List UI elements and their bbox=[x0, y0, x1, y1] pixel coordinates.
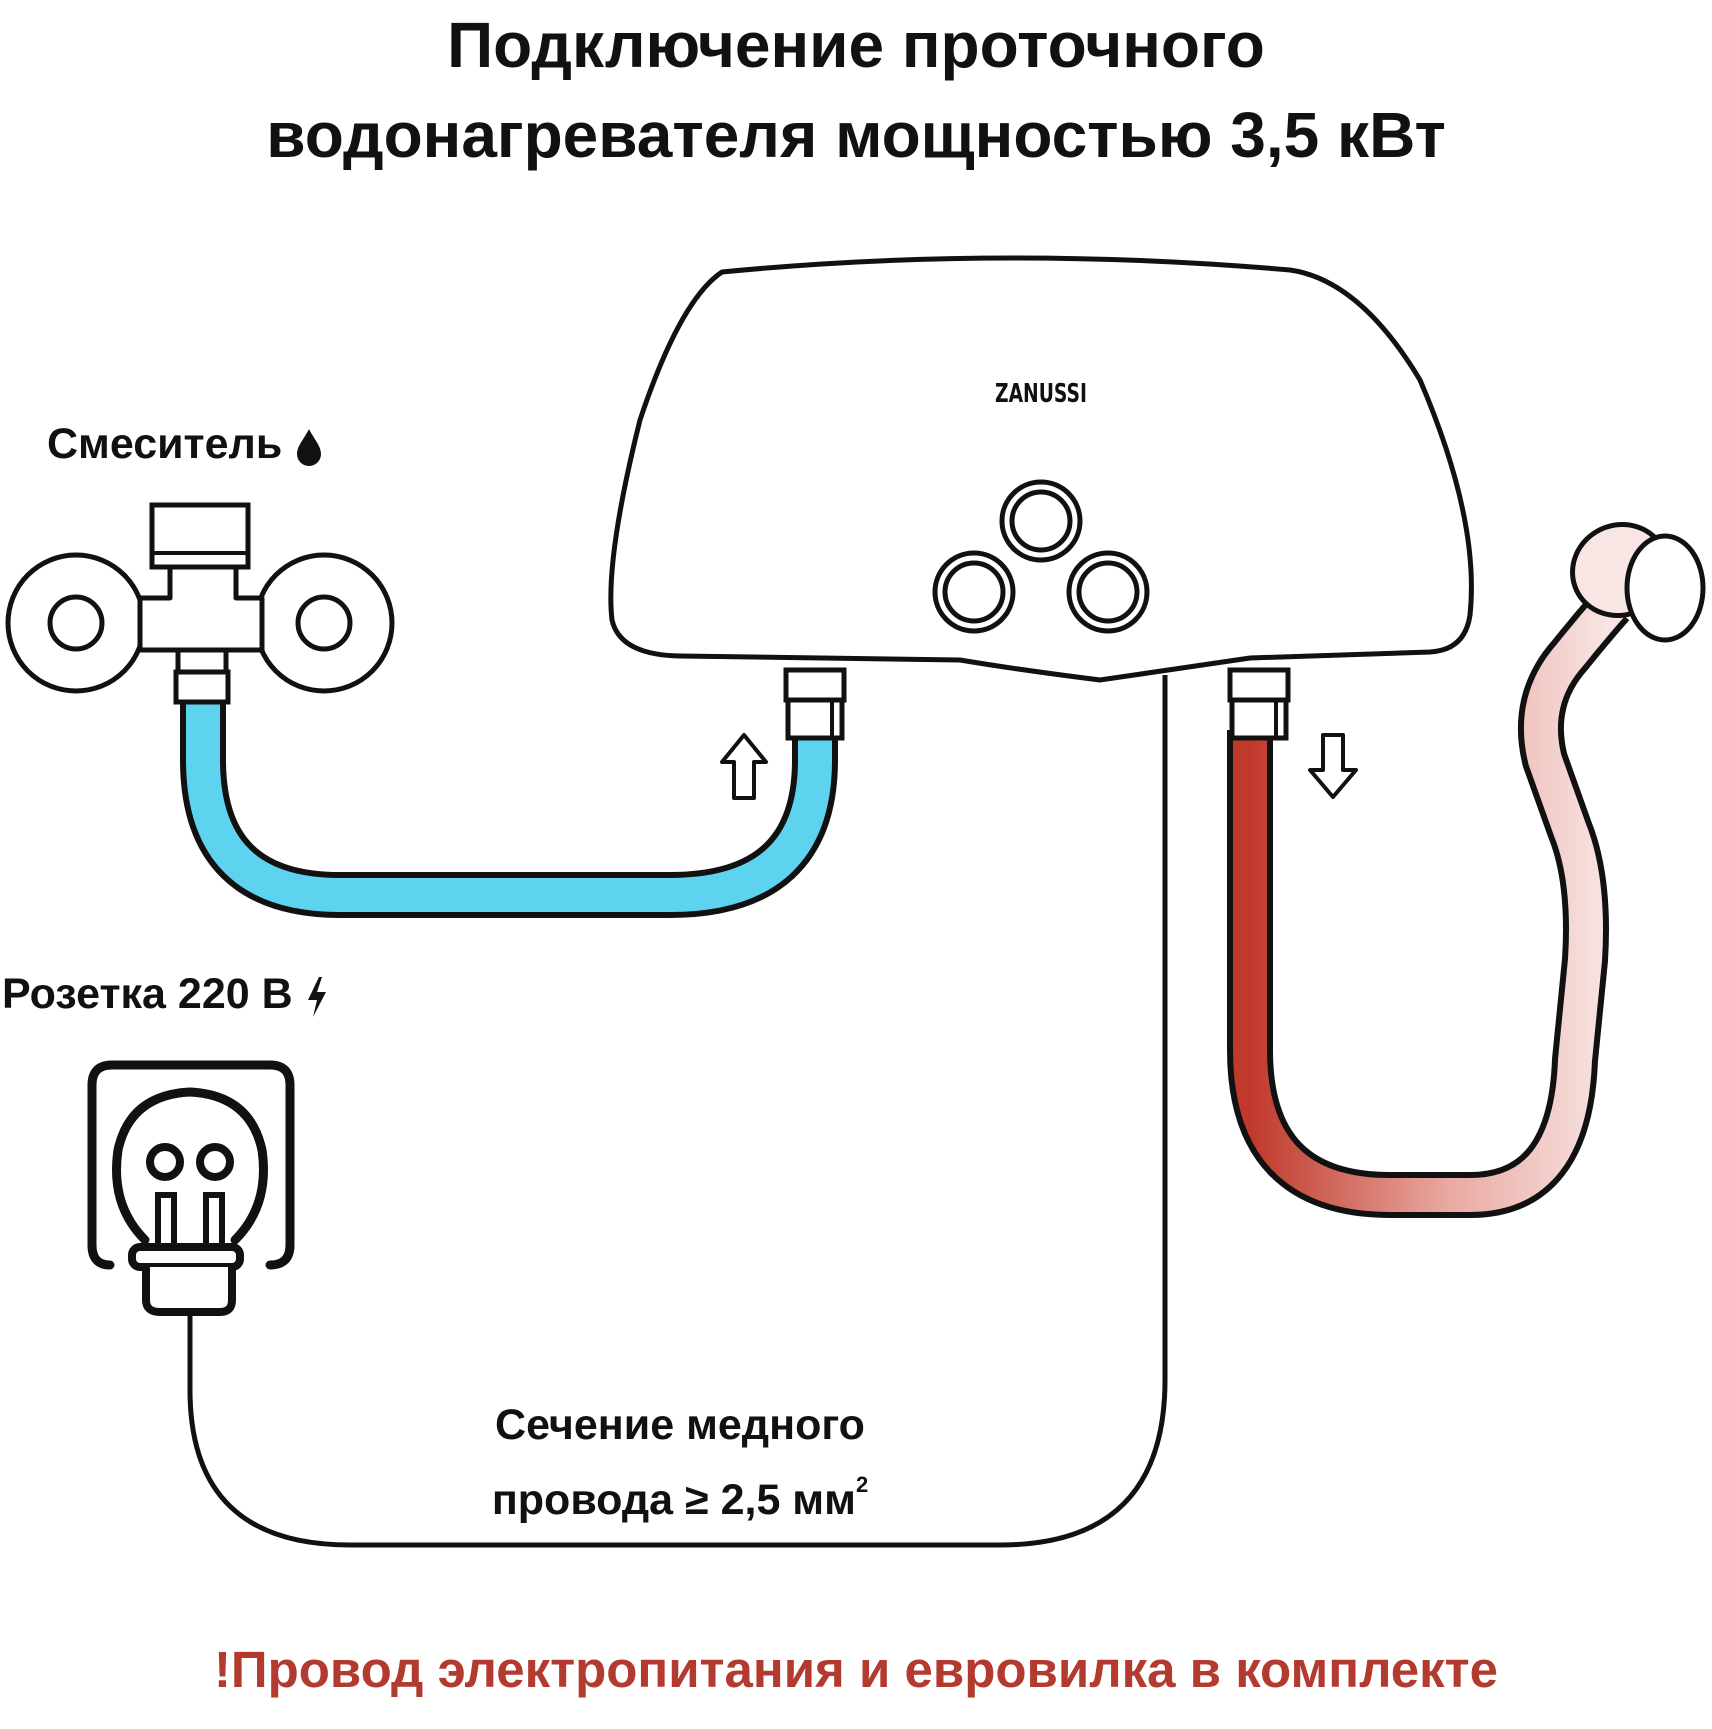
water-drop-icon bbox=[297, 428, 322, 466]
title-line-2: водонагревателя мощностью 3,5 кВт bbox=[266, 99, 1446, 171]
socket-label: Розетка 220 В bbox=[2, 970, 329, 1019]
mixer-label-text: Смеситель bbox=[47, 420, 283, 468]
shower-head bbox=[1570, 521, 1706, 643]
wire-spec-line-2: провода ≥ 2,5 мм2 bbox=[380, 1455, 980, 1530]
control-knobs bbox=[932, 479, 1150, 634]
cold-flow-arrow-up bbox=[720, 733, 768, 800]
wire-spec-line-2-text: провода ≥ 2,5 мм bbox=[491, 1476, 856, 1524]
wire-spec-line-1: Сечение медного bbox=[495, 1401, 865, 1449]
water-heater bbox=[608, 255, 1474, 683]
page-title: Подключение проточного водонагревателя м… bbox=[0, 0, 1712, 180]
lightning-icon bbox=[307, 976, 326, 1017]
wall-socket bbox=[87, 1060, 295, 1270]
wire-spec-superscript: 2 bbox=[855, 1472, 869, 1497]
title-line-1: Подключение проточного bbox=[447, 9, 1265, 81]
mixer-faucet bbox=[5, 502, 395, 705]
cold-water-hose bbox=[180, 700, 838, 918]
kit-note: !Провод электропитания и евровилка в ком… bbox=[213, 1641, 1499, 1698]
mixer-label: Смеситель bbox=[47, 420, 324, 469]
cold-inlet-fitting bbox=[783, 667, 847, 741]
socket-label-text: Розетка 220 В bbox=[2, 970, 293, 1018]
hot-flow-arrow-down bbox=[1308, 733, 1358, 799]
euro-plug bbox=[128, 1192, 244, 1316]
power-cable bbox=[187, 675, 1168, 1548]
heater-body bbox=[608, 255, 1474, 683]
brand-logo: ZANUSSI bbox=[995, 379, 1087, 409]
hot-outlet-fitting bbox=[1227, 667, 1291, 741]
wire-spec-label: Сечение медного провода ≥ 2,5 мм2 bbox=[380, 1395, 980, 1530]
